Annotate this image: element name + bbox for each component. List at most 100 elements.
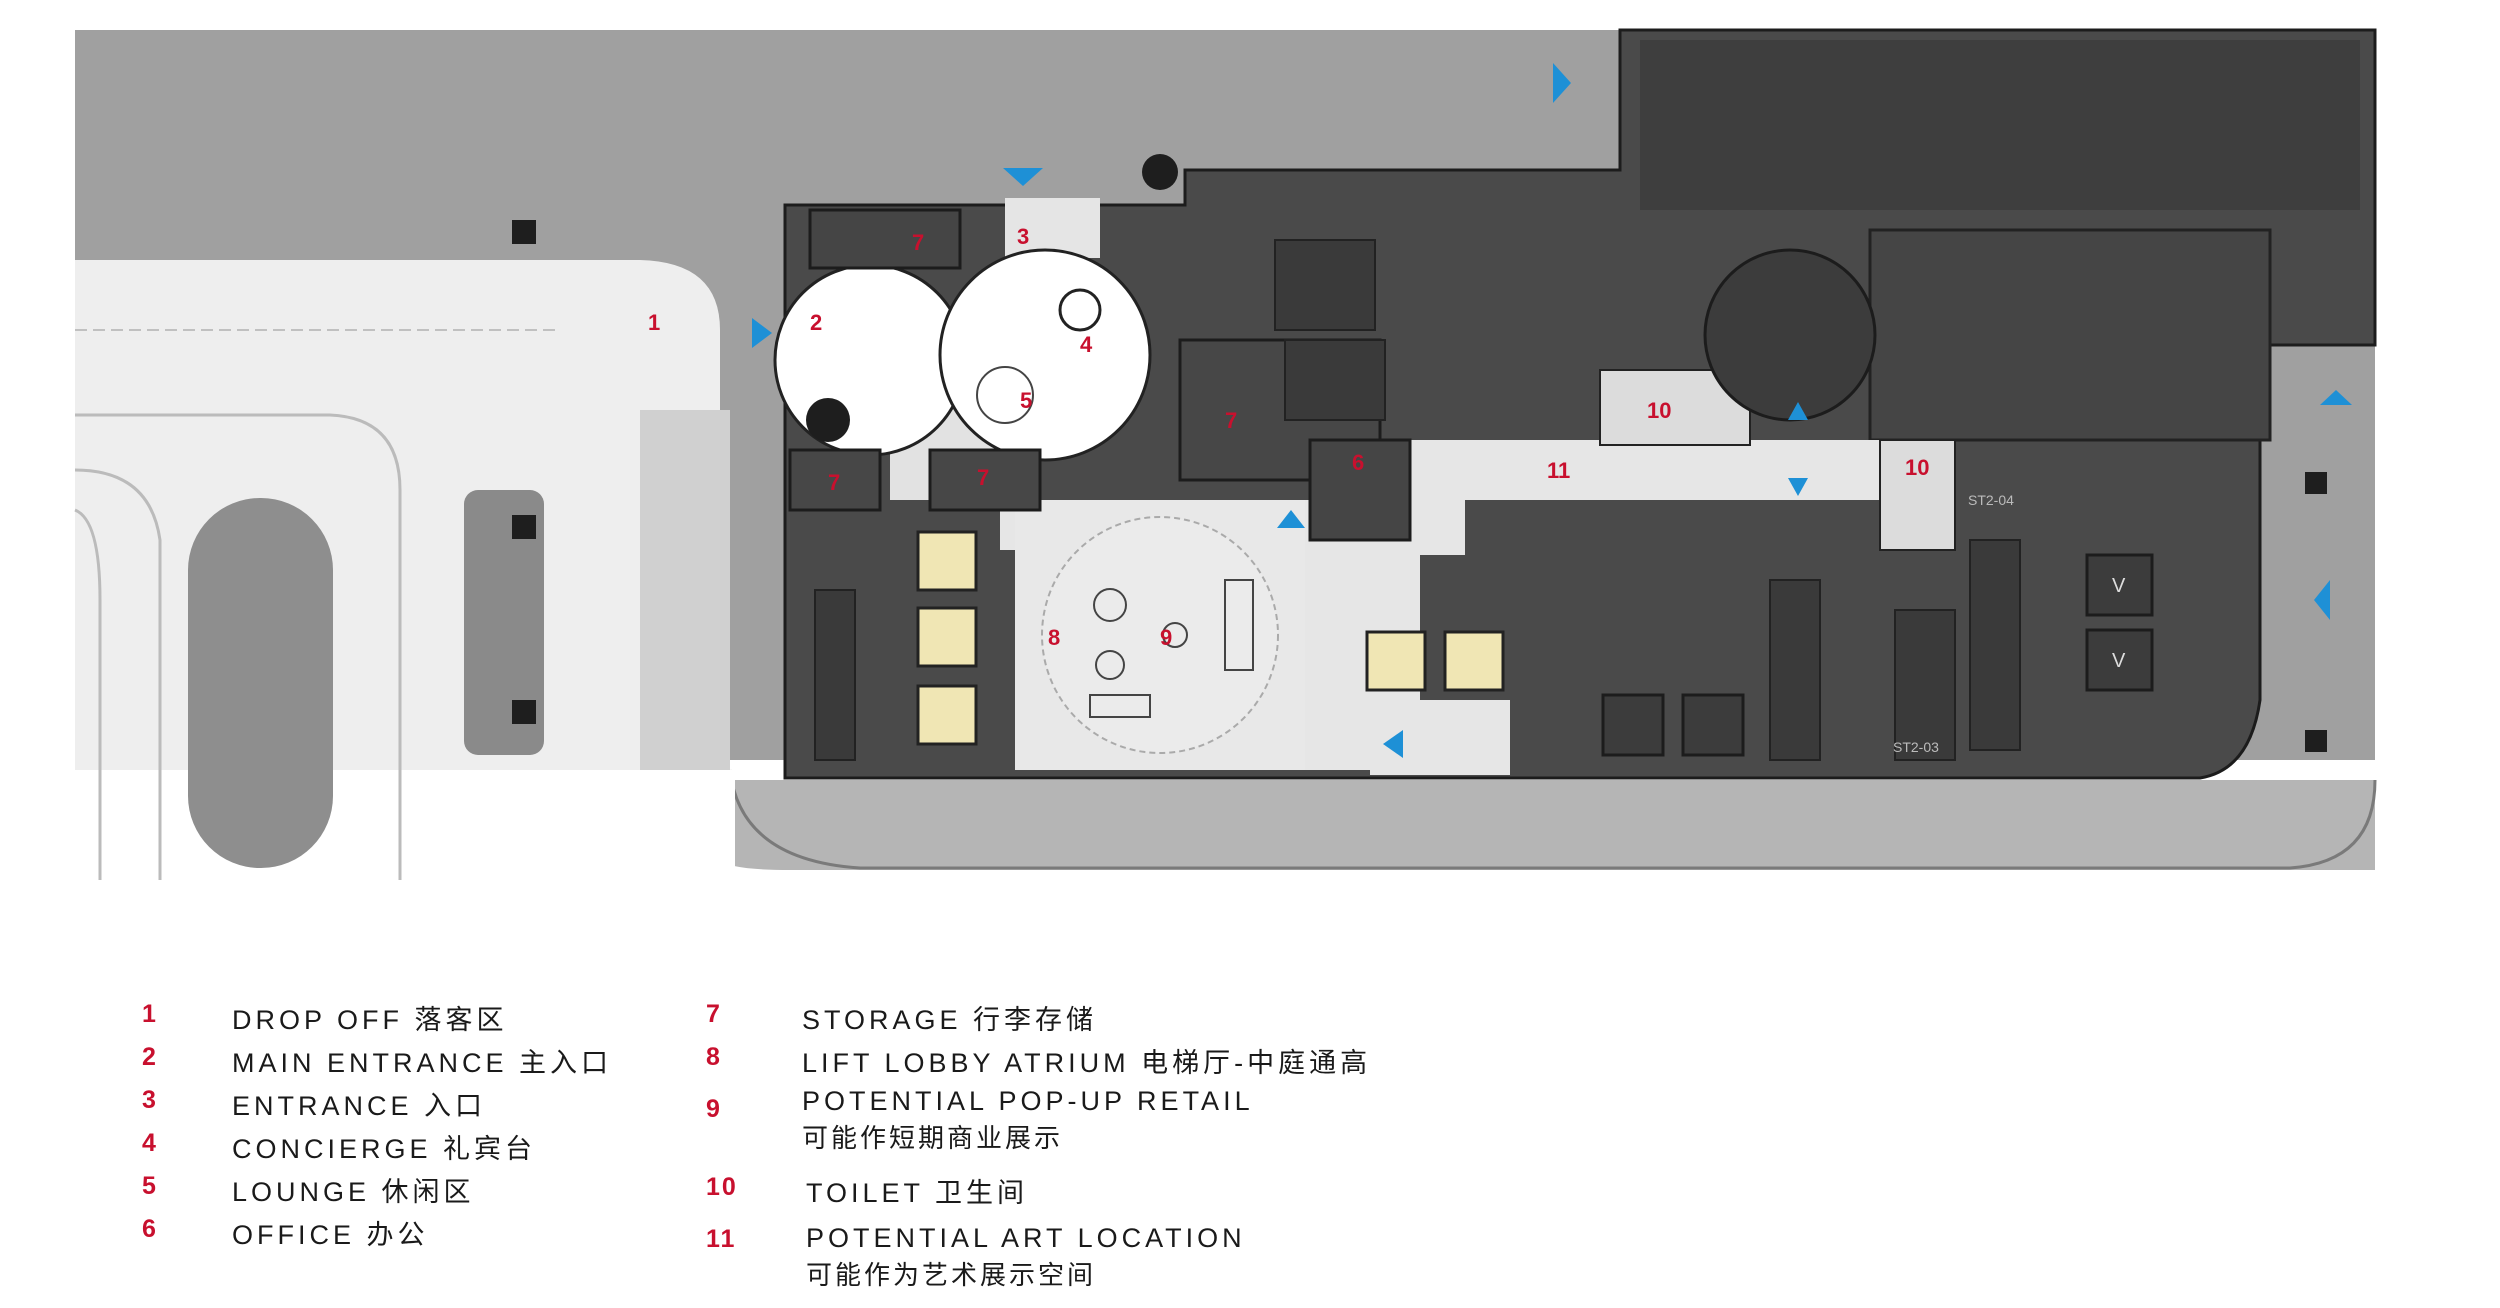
legend-num-10: 10 — [706, 1173, 738, 1201]
stair-mid — [1769, 579, 1821, 761]
room-label-7c: 7 — [828, 470, 840, 495]
bollard-3 — [512, 700, 536, 724]
road-lane-inner — [74, 468, 162, 880]
stair-core-2 — [1284, 339, 1386, 421]
lift-mark-1: V — [2112, 575, 2126, 597]
bollard-1 — [512, 220, 536, 244]
tower-upper-block — [1640, 40, 2360, 210]
main-entrance-rotunda — [773, 263, 967, 457]
stair-east — [1894, 609, 1956, 761]
entry-arrow-top — [1553, 63, 1571, 103]
rotunda-column — [806, 398, 850, 442]
bollard-5 — [2305, 730, 2327, 752]
office-block — [1308, 438, 1412, 542]
entry-arrow-east-2 — [2314, 580, 2330, 620]
atrium-sofa — [1224, 579, 1254, 671]
lift-car-2 — [916, 606, 978, 668]
lift-car-4 — [1365, 630, 1427, 692]
legend-label-2: MAIN ENTRANCE 主入口 — [232, 1048, 613, 1078]
driveway — [75, 260, 720, 770]
legend-num-7: 7 — [706, 1000, 722, 1028]
room-label-10a: 10 — [1647, 398, 1671, 423]
storage-block-d — [928, 448, 1042, 512]
entry-arrow-east-1 — [2320, 390, 2352, 405]
road-lane-outer — [75, 413, 402, 880]
legend-num-4: 4 — [142, 1129, 158, 1157]
concierge-desk — [1058, 288, 1102, 332]
stair-core-1 — [1274, 239, 1376, 331]
lift-car-3 — [916, 684, 978, 746]
storage-block-c — [788, 448, 882, 512]
legend-label-9: POTENTIAL POP-UP RETAIL — [802, 1086, 1254, 1116]
legend-num-2: 2 — [142, 1043, 158, 1071]
atrium-table-1 — [1093, 588, 1127, 622]
entry-column — [1142, 154, 1178, 190]
legend-num-5: 5 — [142, 1172, 158, 1200]
planter — [464, 490, 544, 755]
legend-num-9: 9 — [706, 1095, 722, 1123]
lift-mark-2: V — [2112, 650, 2126, 672]
stair-tag-2: ST2-03 — [1893, 739, 1939, 755]
stair-tag-1: ST2-04 — [1968, 492, 2014, 508]
parking-island — [188, 498, 333, 868]
storage-block-a — [808, 208, 962, 270]
toilet-block-b — [1879, 439, 1956, 551]
legend-label-4: CONCIERGE 礼宾台 — [232, 1134, 537, 1164]
lower-corridor — [1370, 700, 1510, 775]
room-label-2: 2 — [810, 310, 822, 335]
legend-num-6: 6 — [142, 1215, 158, 1243]
room-label-4: 4 — [1080, 332, 1093, 357]
legend-sub-9: 可能作短期商业展示 — [802, 1123, 1064, 1153]
stair-west — [814, 589, 856, 761]
room-label-6: 6 — [1352, 450, 1364, 475]
legend-label-10: TOILET 卫生间 — [806, 1178, 1029, 1208]
room-label-10b: 10 — [1905, 455, 1929, 480]
room-label-5: 5 — [1020, 388, 1032, 413]
legend-num-11: 11 — [706, 1225, 737, 1253]
atrium-bench — [1089, 694, 1151, 718]
floor-plan: 1 2 3 4 5 6 7 7 7 7 8 9 10 10 11 ST2-04 … — [74, 28, 2377, 888]
ground-bottom-band — [75, 770, 735, 880]
road-lane-left — [74, 508, 102, 880]
lounge-table — [976, 366, 1034, 424]
legend-label-5: LOUNGE 休闲区 — [232, 1177, 475, 1207]
tower-right-block — [1868, 228, 2272, 442]
room-label-7d: 7 — [977, 465, 989, 490]
legend-num-3: 3 — [142, 1086, 158, 1114]
room-label-9: 9 — [1160, 625, 1172, 650]
entry-arrow-south — [1383, 730, 1403, 758]
entry-arrow-corridor-down — [1788, 478, 1808, 496]
legend-num-8: 8 — [706, 1043, 722, 1071]
service-lift-2 — [1681, 693, 1745, 757]
entry-arrow-corridor-up — [1788, 402, 1808, 420]
vehicle-lift-2 — [2085, 628, 2154, 692]
legend-label-11: POTENTIAL ART LOCATION — [806, 1223, 1246, 1253]
legend-label-6: OFFICE 办公 — [232, 1220, 429, 1250]
room-label-7b: 7 — [1225, 408, 1237, 433]
vehicle-lift-1 — [2085, 553, 2154, 617]
legend-num-1: 1 — [142, 1000, 158, 1028]
entry-arrow-lobby — [1277, 510, 1305, 528]
east-rotunda — [1703, 248, 1877, 422]
legend-label-7: STORAGE 行李存储 — [802, 1005, 1098, 1035]
service-lift-1 — [1601, 693, 1665, 757]
entry-arrow-west — [752, 318, 772, 348]
room-label-7a: 7 — [912, 230, 924, 255]
legend-label-8: LIFT LOBBY ATRIUM 电梯厅-中庭通高 — [802, 1048, 1372, 1078]
room-label-1: 1 — [648, 310, 660, 335]
plot-outline — [728, 769, 2377, 870]
dropoff-paving — [640, 410, 730, 770]
atrium-table-2 — [1162, 622, 1188, 648]
atrium-table-3 — [1095, 650, 1125, 680]
lift-car-1 — [916, 530, 978, 592]
room-label-11: 11 — [1547, 458, 1570, 483]
legend-sub-11: 可能作为艺术展示空间 — [806, 1260, 1097, 1290]
entrance-vestibule — [1005, 198, 1100, 258]
bollard-2 — [512, 515, 536, 539]
room-label-8: 8 — [1048, 625, 1060, 650]
sidewalk-curve — [720, 780, 2375, 870]
bollard-4 — [2305, 472, 2327, 494]
room-label-3: 3 — [1017, 224, 1029, 249]
legend-label-1: DROP OFF 落客区 — [232, 1005, 508, 1035]
concierge-rotunda — [938, 248, 1152, 462]
